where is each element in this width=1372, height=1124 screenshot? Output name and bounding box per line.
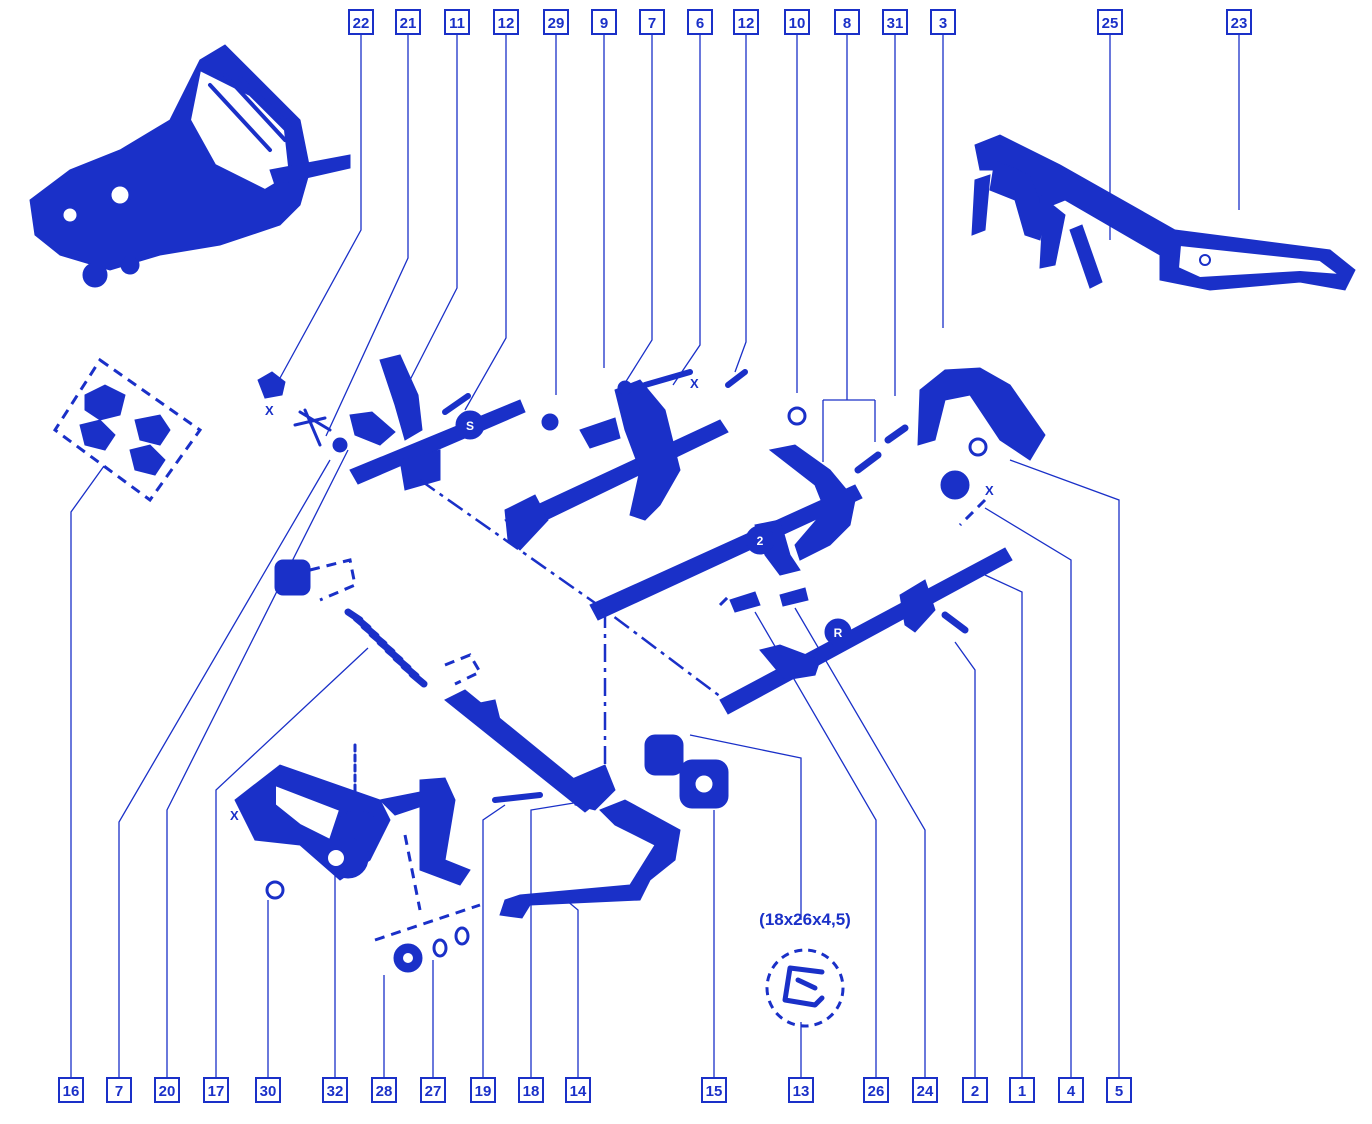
svg-text:28: 28 <box>376 1083 393 1100</box>
selector-lever-23 <box>971 134 1356 291</box>
circlip-13-detail: (18x26x4,5) <box>759 910 851 1028</box>
svg-text:3: 3 <box>939 15 947 32</box>
svg-text:13: 13 <box>793 1083 810 1100</box>
callouts-top: 22 21 11 12 29 9 7 6 12 10 8 31 3 25 23 <box>348 9 1252 35</box>
callout-box-4: 4 <box>1058 1077 1084 1103</box>
shift-rod-18 <box>444 689 616 813</box>
svg-text:29: 29 <box>548 15 565 32</box>
callout-box-25: 25 <box>1097 9 1123 35</box>
svg-text:8: 8 <box>843 15 851 32</box>
svg-text:16: 16 <box>63 1083 80 1100</box>
callout-box-13: 13 <box>788 1077 814 1103</box>
callout-box-9: 9 <box>591 9 617 35</box>
svg-text:32: 32 <box>327 1083 344 1100</box>
callout-box-6: 6 <box>687 9 713 35</box>
svg-text:26: 26 <box>868 1083 885 1100</box>
x-mark-2: X <box>690 376 699 391</box>
fork-letter-s: S <box>466 419 474 433</box>
callout-box-24: 24 <box>912 1077 938 1103</box>
callout-box-18: 18 <box>518 1077 544 1103</box>
bearing-28-rings-27 <box>393 926 470 973</box>
svg-text:15: 15 <box>706 1083 723 1100</box>
callout-box-23: 23 <box>1226 9 1252 35</box>
callout-box-14: 14 <box>565 1077 591 1103</box>
callout-box-16: 16 <box>58 1077 84 1103</box>
callout-box-20: 20 <box>154 1077 180 1103</box>
x-mark-1: X <box>265 403 274 418</box>
callout-box-15: 15 <box>701 1077 727 1103</box>
leader-lines <box>70 34 1240 1078</box>
callout-box-1: 1 <box>1009 1077 1035 1103</box>
callout-box-12b: 12 <box>733 9 759 35</box>
svg-text:30: 30 <box>260 1083 277 1100</box>
svg-text:22: 22 <box>353 15 370 32</box>
svg-text:31: 31 <box>887 15 904 32</box>
svg-text:7: 7 <box>648 15 656 32</box>
fork-8-shaft: 2 <box>589 406 909 621</box>
callout-box-27: 27 <box>420 1077 446 1103</box>
svg-text:17: 17 <box>208 1083 225 1100</box>
callout-box-2: 2 <box>962 1077 988 1103</box>
svg-text:21: 21 <box>400 15 417 32</box>
callout-box-11: 11 <box>444 9 470 35</box>
x-mark-3: X <box>985 483 994 498</box>
gearbox-assembly <box>29 44 351 288</box>
bushings-15 <box>644 734 729 809</box>
fork-letter-2: 2 <box>757 534 764 548</box>
callout-box-29: 29 <box>543 9 569 35</box>
callout-box-22: 22 <box>348 9 374 35</box>
x-mark-4: X <box>230 808 239 823</box>
svg-text:5: 5 <box>1115 1083 1123 1100</box>
fork-9: X <box>504 369 748 551</box>
svg-text:19: 19 <box>475 1083 492 1100</box>
fork-letter-r: R <box>834 626 843 640</box>
callout-box-10: 10 <box>784 9 810 35</box>
svg-text:14: 14 <box>570 1083 587 1100</box>
callout-box-21: 21 <box>395 9 421 35</box>
callout-box-28: 28 <box>371 1077 397 1103</box>
svg-text:4: 4 <box>1067 1083 1076 1100</box>
callout-box-7-bottom: 7 <box>106 1077 132 1103</box>
lever-14 <box>499 799 681 919</box>
callout-box-5: 5 <box>1106 1077 1132 1103</box>
callout-box-3: 3 <box>930 9 956 35</box>
callout-box-32: 32 <box>322 1077 348 1103</box>
callout-box-12a: 12 <box>493 9 519 35</box>
fork-11-shaft: S <box>349 354 559 491</box>
detent-parts: X <box>257 371 348 453</box>
callout-box-7-top: 7 <box>639 9 665 35</box>
spring-assembly-17 <box>274 558 483 688</box>
svg-text:25: 25 <box>1102 15 1119 32</box>
circlip-dimension-label: (18x26x4,5) <box>759 910 851 929</box>
svg-text:10: 10 <box>789 15 806 32</box>
callouts-bottom: 16 7 20 17 30 32 28 27 19 18 14 15 13 26… <box>58 1077 1132 1103</box>
clip-set-16 <box>52 357 203 503</box>
svg-text:23: 23 <box>1231 15 1248 32</box>
callout-box-26: 26 <box>863 1077 889 1103</box>
svg-text:12: 12 <box>738 15 755 32</box>
svg-text:12: 12 <box>498 15 515 32</box>
callout-box-19: 19 <box>470 1077 496 1103</box>
svg-text:27: 27 <box>425 1083 442 1100</box>
gear-lever-base: X <box>230 743 481 942</box>
fork-r-shaft: R <box>719 547 1013 715</box>
callout-box-30: 30 <box>255 1077 281 1103</box>
svg-text:24: 24 <box>917 1083 934 1100</box>
callout-box-31: 31 <box>882 9 908 35</box>
svg-text:20: 20 <box>159 1083 176 1100</box>
svg-text:1: 1 <box>1018 1083 1026 1100</box>
callout-box-8: 8 <box>834 9 860 35</box>
svg-text:6: 6 <box>696 15 704 32</box>
svg-text:2: 2 <box>971 1083 979 1100</box>
svg-text:7: 7 <box>115 1083 123 1100</box>
svg-text:18: 18 <box>523 1083 540 1100</box>
callout-box-17: 17 <box>203 1077 229 1103</box>
svg-text:9: 9 <box>600 15 608 32</box>
fork-3: X <box>917 367 1046 500</box>
axis-lines <box>419 478 987 780</box>
svg-text:11: 11 <box>449 15 465 32</box>
